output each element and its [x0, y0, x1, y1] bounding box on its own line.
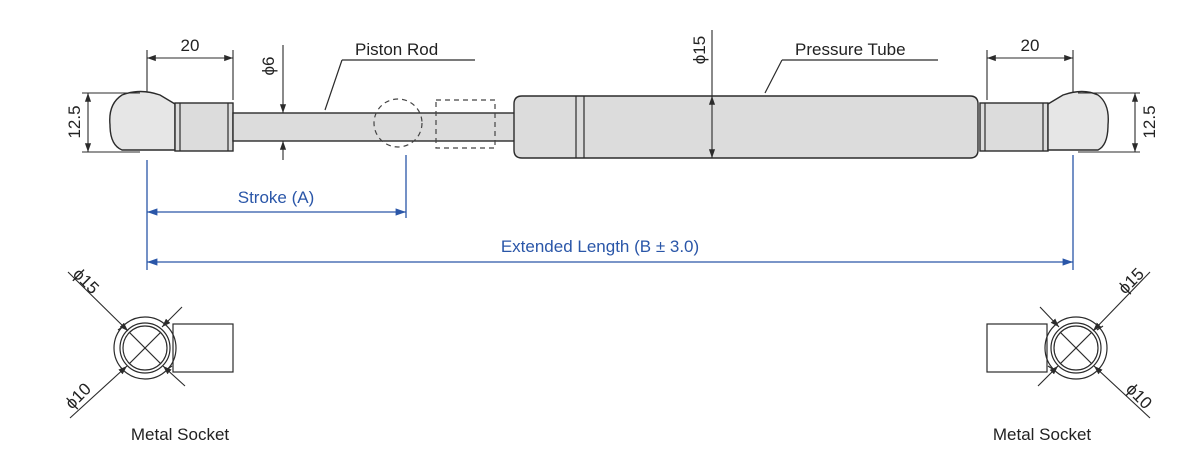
piston-rod-callout: Piston Rod: [324, 40, 475, 111]
dim-tube-diameter: ϕ15: [690, 30, 716, 158]
dim-left-socket-height: 12.5: [65, 92, 140, 153]
piston-rod: [232, 112, 517, 142]
right-ball-diameter-label: ϕ15: [1114, 264, 1148, 298]
ghost-ball-socket: [373, 98, 423, 148]
left-pin-diameter-label: ϕ10: [61, 379, 95, 413]
dim-left-socket-length: 20: [146, 36, 234, 100]
left-socket-height-label: 12.5: [65, 105, 84, 138]
piston-rod-label: Piston Rod: [355, 40, 438, 59]
right-socket-length-label: 20: [1021, 36, 1040, 55]
tube-diameter-label: ϕ15: [690, 36, 709, 64]
right-pin-diameter-label: ϕ10: [1122, 379, 1156, 413]
right-metal-socket-view: ϕ15 ϕ10 Metal Socket: [986, 264, 1156, 444]
stroke-label: Stroke (A): [238, 188, 315, 207]
left-socket-sleeve: [174, 102, 234, 152]
right-socket-height-label: 12.5: [1140, 105, 1159, 138]
extended-length-label: Extended Length (B ± 3.0): [501, 237, 699, 256]
right-ball-socket: [1047, 90, 1109, 151]
right-socket-label: Metal Socket: [993, 425, 1092, 444]
rod-diameter-label: ϕ6: [259, 57, 278, 76]
right-socket-sleeve: [979, 102, 1049, 152]
dim-right-socket-height: 12.5: [1078, 92, 1159, 153]
left-socket-label: Metal Socket: [131, 425, 230, 444]
left-metal-socket-view: ϕ15 ϕ10 Metal Socket: [61, 264, 234, 444]
dim-stroke: Stroke (A): [146, 155, 407, 270]
ghost-socket-sleeve: [435, 99, 496, 149]
pressure-tube: [513, 95, 979, 159]
dim-rod-diameter: ϕ6: [259, 45, 287, 160]
dim-right-socket-length: 20: [986, 36, 1074, 100]
pressure-tube-label: Pressure Tube: [795, 40, 906, 59]
left-ball-diameter-label: ϕ15: [69, 264, 103, 298]
left-socket-length-label: 20: [181, 36, 200, 55]
left-ball-socket: [109, 90, 176, 151]
dim-extended-length: Extended Length (B ± 3.0): [147, 155, 1074, 270]
gas-spring-assembly: [109, 90, 1109, 159]
pressure-tube-callout: Pressure Tube: [764, 40, 938, 94]
